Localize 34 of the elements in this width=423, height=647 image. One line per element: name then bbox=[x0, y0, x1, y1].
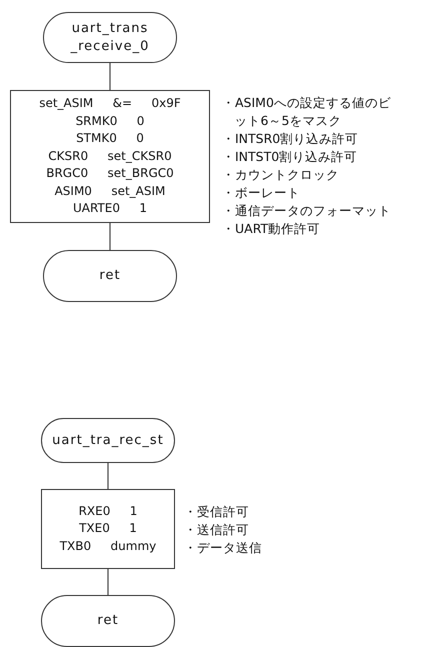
code-line: ASIM0 set_ASIM bbox=[54, 182, 166, 200]
terminal-box bbox=[41, 418, 175, 463]
terminal-label: ret bbox=[97, 612, 119, 630]
code-line: STMK0 0 bbox=[76, 130, 144, 148]
connector-line bbox=[107, 569, 109, 595]
note-text: ・受信許可 bbox=[184, 503, 250, 521]
terminal-label: ret bbox=[99, 267, 121, 285]
note-text: ・INTSR0割り込み許可 bbox=[222, 130, 360, 148]
terminal-label: uart_tra_rec_st bbox=[52, 432, 164, 450]
note-text: ・送信許可 bbox=[184, 521, 250, 539]
code-line: RXE0 1 bbox=[78, 502, 138, 520]
note-text: ・データ送信 bbox=[184, 539, 263, 557]
code-line: UARTE0 1 bbox=[72, 200, 148, 218]
terminal-label: uart_trans _receive_0 bbox=[70, 20, 150, 56]
connector-line bbox=[109, 63, 111, 90]
terminal-box bbox=[43, 12, 177, 63]
terminal-box bbox=[43, 250, 177, 302]
connector-line bbox=[107, 463, 109, 489]
process-box bbox=[10, 90, 210, 223]
code-line: SRMK0 0 bbox=[76, 112, 144, 130]
code-line: CKSR0 set_CKSR0 bbox=[48, 148, 172, 165]
note-text: ・通信データのフォーマット bbox=[222, 202, 392, 220]
note-text: ・INTST0割り込み許可 bbox=[222, 148, 358, 166]
code-line: set_ASIM &= 0x9F bbox=[39, 95, 181, 112]
process-box bbox=[41, 489, 175, 569]
note-text: ・UART動作許可 bbox=[222, 220, 322, 238]
note-text: ・ボーレート bbox=[222, 184, 301, 202]
code-line: BRGC0 set_BRGC0 bbox=[46, 165, 174, 182]
note-text: ・カウントクロック bbox=[222, 166, 340, 184]
code-line: TXE0 1 bbox=[79, 520, 137, 538]
code-line: TXB0 dummy bbox=[60, 538, 156, 555]
note-text: ・ASIM0への設定する値のビット6～5をマスク bbox=[222, 94, 392, 130]
connector-line bbox=[109, 223, 111, 250]
terminal-box bbox=[41, 595, 175, 647]
